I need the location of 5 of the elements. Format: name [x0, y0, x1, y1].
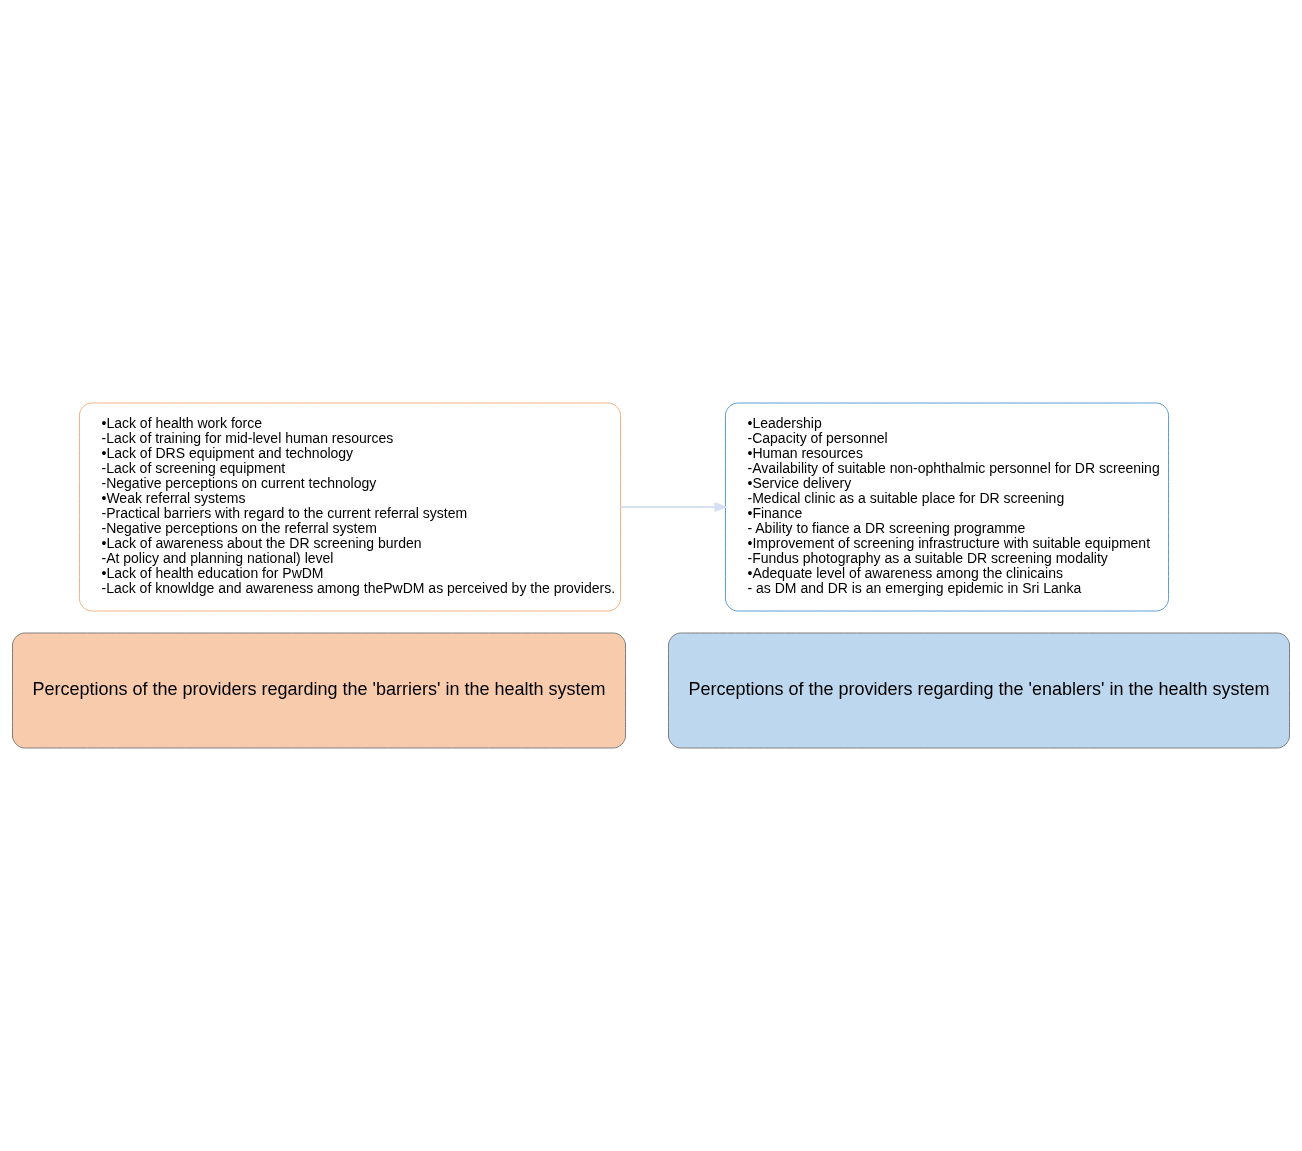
node-box: •Leadership -Capacity of personnel •Human resources -Availability of suitable non-ophthalmic personnel for DR screening •Service delivery -Medical clinic as a suitable place for DR screening •Finance - Ability to fiance a DR screening programme •Improvement of screening infrastructure with suitable equipment -Fundus photography as a suitable DR screening modality •Adequate level of awareness among the clinicains - as DM and DR is an emerging epidemic in Sri Lanka — [725, 402, 1169, 612]
node-box: Perceptions of the providers regarding the 'enablers' in the health system — [668, 632, 1290, 749]
node-box: •Lack of health work force -Lack of training for mid-level human resources •Lack of DRS equipment and technology -Lack of screening equipment -Negative perceptions on current technology •Weak referral systems -Practical barriers with regard to the current referral system -Negative perceptions on the referral system •Lack of awareness about the DR screening burden -At policy and planning national) level •Lack of health education for PwDM -Lack of knowldge and awareness among thePwDM as perceived by the providers. — [79, 402, 621, 612]
arrow — [619, 502, 729, 512]
node-box: Perceptions of the providers regarding the 'barriers' in the health system — [12, 632, 626, 749]
